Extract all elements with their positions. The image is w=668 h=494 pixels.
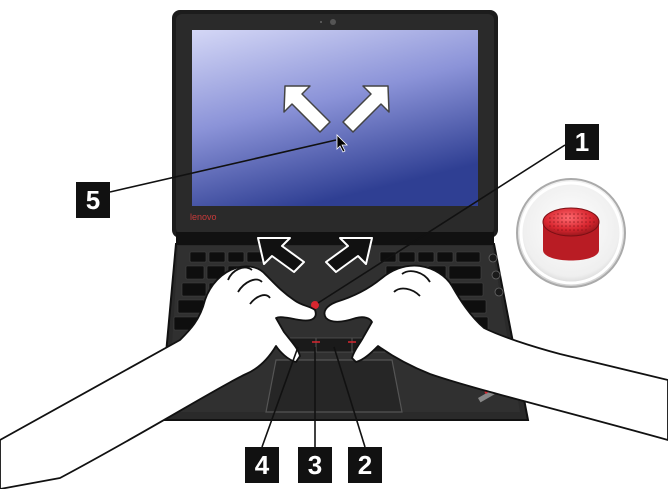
callout-1: 1 bbox=[565, 124, 599, 160]
brand-logo: lenovo bbox=[190, 212, 217, 222]
callout-2: 2 bbox=[348, 447, 382, 483]
touchpad bbox=[266, 360, 402, 412]
callout-4: 4 bbox=[245, 447, 279, 483]
trackpoint-cap-icon bbox=[517, 179, 625, 287]
screen bbox=[192, 30, 478, 206]
callout-3: 3 bbox=[298, 447, 332, 483]
callout-5: 5 bbox=[76, 182, 110, 218]
